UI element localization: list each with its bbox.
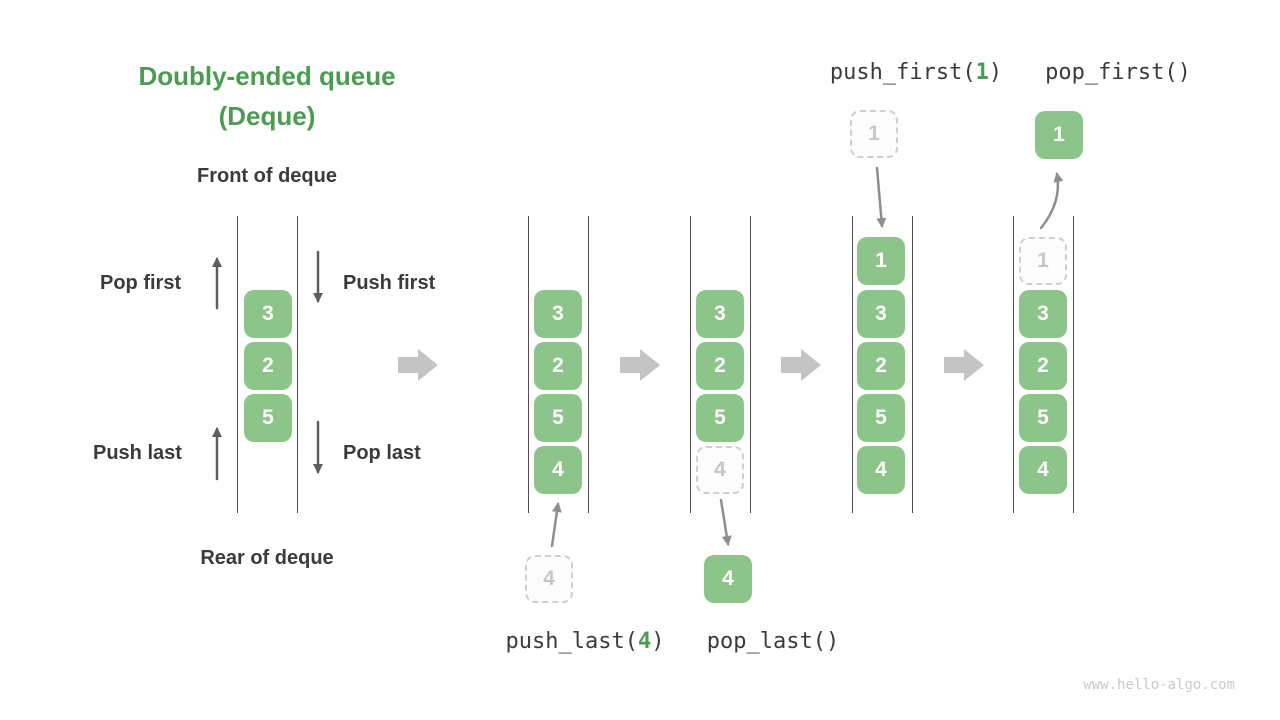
push-first-incoming-cell: 1 [850,110,898,158]
diagram-title-line2: (Deque) [218,101,316,131]
diagram-title: Doubly-ended queue (Deque) [117,56,417,136]
deque-rail-overview [237,216,298,513]
cell-s4-0-ghost: 1 [1019,237,1067,285]
cell-overview-2: 5 [244,394,292,442]
push-first-code-arg: 1 [975,60,989,85]
pop-first-label: Pop first [100,272,182,294]
watermark: www.hello-algo.com [1083,677,1235,693]
step-arrow-1 [398,349,438,381]
cell-s2-3-ghost: 4 [696,446,744,494]
cell-s2-1: 2 [696,342,744,390]
cell-s3-3: 5 [857,394,905,442]
cell-s1-2: 5 [534,394,582,442]
push-first-label: Push first [343,272,436,294]
diagram-title-line1: Doubly-ended queue [138,61,396,91]
pop-last-code-label: pop_last() [706,629,840,654]
push-last-code-prefix: push_last( [505,629,638,654]
cell-s1-0: 3 [534,290,582,338]
push-last-label: Push last [93,442,182,464]
cell-s3-2: 2 [857,342,905,390]
deque-rail-state-4 [1013,216,1074,513]
push-last-code-arg: 4 [637,629,652,654]
cell-s3-1: 3 [857,290,905,338]
deque-rail-state-3 [852,216,913,513]
cell-s4-1: 3 [1019,290,1067,338]
push-first-code-suffix: ) [988,60,1003,85]
cell-s3-4: 4 [857,446,905,494]
push-last-code-label: push_last(4) [455,629,715,655]
push-last-incoming-cell: 4 [525,555,573,603]
rear-of-deque-label: Rear of deque [200,547,334,569]
cell-s2-2: 5 [696,394,744,442]
push-first-code-label: push_first(1) [786,60,1046,86]
pop-last-label: Pop last [343,442,421,464]
cell-s4-4: 4 [1019,446,1067,494]
push-last-code-suffix: ) [651,629,665,654]
cell-s4-2: 2 [1019,342,1067,390]
cell-s4-3: 5 [1019,394,1067,442]
deque-rail-state-2 [690,216,751,513]
step-arrow-3 [781,349,821,381]
deque-rail-state-1 [528,216,589,513]
cell-overview-1: 2 [244,342,292,390]
cell-s2-0: 3 [696,290,744,338]
cell-s3-0: 1 [857,237,905,285]
step-arrow-4 [944,349,984,381]
step-arrow-2 [620,349,660,381]
push-first-code-prefix: push_first( [829,60,976,85]
cell-overview-0: 3 [244,290,292,338]
pop-first-code-label: pop_first() [1045,60,1191,85]
front-of-deque-label: Front of deque [197,165,337,187]
pop-first-outgoing-cell: 1 [1035,111,1083,159]
cell-s1-3: 4 [534,446,582,494]
pop-last-outgoing-cell: 4 [704,555,752,603]
cell-s1-1: 2 [534,342,582,390]
